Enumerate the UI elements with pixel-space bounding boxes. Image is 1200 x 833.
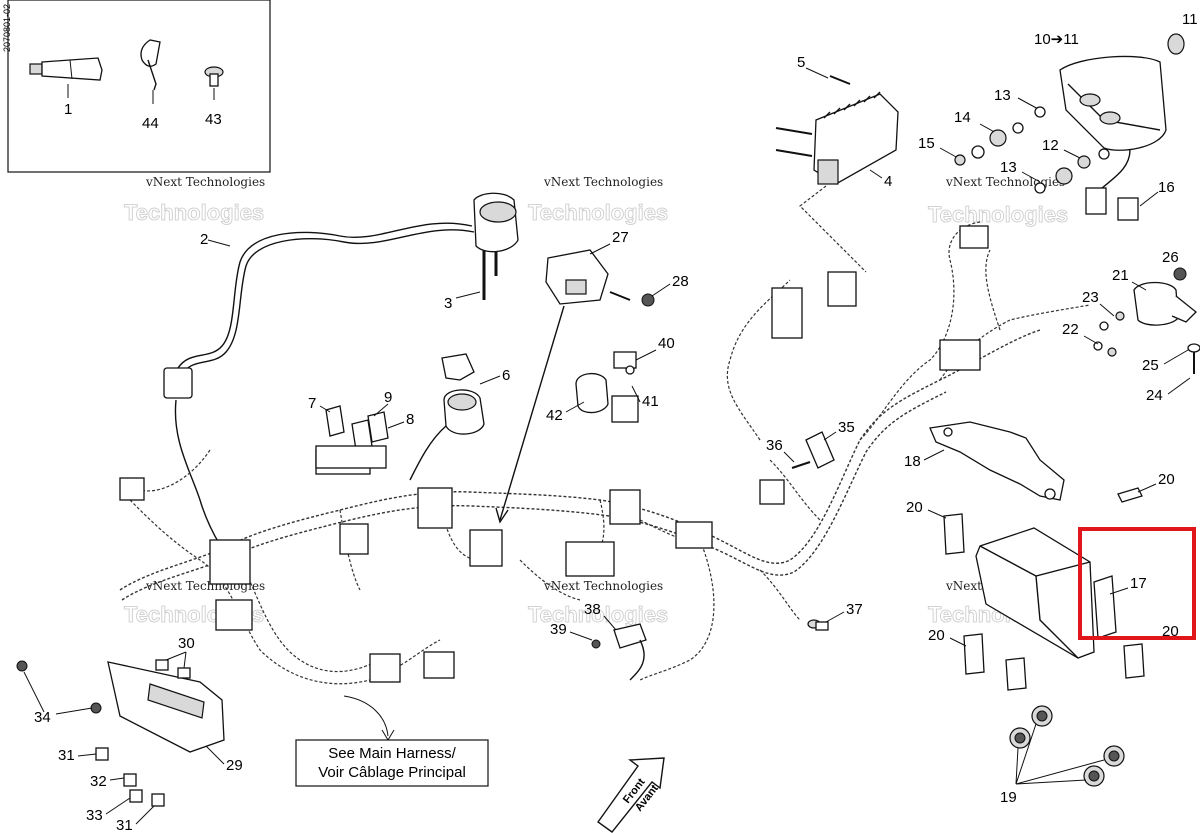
callout-5[interactable]: 5: [797, 54, 805, 71]
callout-4[interactable]: 4: [884, 173, 892, 190]
callout-14[interactable]: 14: [954, 109, 971, 126]
callout-6[interactable]: 6: [502, 367, 510, 384]
callout-20b[interactable]: 20: [1158, 471, 1175, 488]
note-line-2: Voir Câblage Principal: [318, 764, 466, 781]
callout-32[interactable]: 32: [90, 773, 107, 790]
battery: [975, 527, 1095, 659]
callout-31a[interactable]: 31: [58, 747, 75, 764]
doc-code: 2070801-02: [2, 4, 12, 52]
fuse-holders: [315, 405, 389, 469]
inset-box: 2070801-02 1 44 43: [2, 0, 271, 173]
callout-10-11[interactable]: 10➔11: [1034, 31, 1079, 48]
callout-21[interactable]: 21: [1112, 267, 1129, 284]
sealant-tube: [29, 57, 103, 81]
pads-20: [943, 487, 1145, 691]
upper-harness: [163, 222, 475, 546]
callout-25[interactable]: 25: [1142, 357, 1159, 374]
callout-34[interactable]: 34: [34, 709, 51, 726]
callout-20d[interactable]: 20: [1162, 623, 1179, 640]
callout-26[interactable]: 26: [1162, 249, 1179, 266]
callout-20c[interactable]: 20: [928, 627, 945, 644]
svg-text:Technologies: Technologies: [928, 202, 1068, 227]
callout-29[interactable]: 29: [226, 757, 243, 774]
callout-36[interactable]: 36: [766, 437, 783, 454]
screw-37: [807, 619, 829, 631]
connector-42: [575, 351, 639, 423]
callout-12[interactable]: 12: [1042, 137, 1059, 154]
svg-text:vNext Technologies: vNext Technologies: [543, 175, 663, 189]
screw-43: [204, 66, 224, 87]
main-harness: [119, 221, 1091, 685]
callout-35[interactable]: 35: [838, 419, 855, 436]
callout-28[interactable]: 28: [672, 273, 689, 290]
main-harness-note: See Main Harness/ Voir Câblage Principal: [295, 695, 489, 787]
callout-33[interactable]: 33: [86, 807, 103, 824]
callout-39[interactable]: 39: [550, 621, 567, 638]
callout-17[interactable]: 17: [1130, 575, 1147, 592]
callout-13b[interactable]: 13: [1000, 159, 1017, 176]
bracket-18: [929, 421, 1065, 501]
callout-22[interactable]: 22: [1062, 321, 1079, 338]
harness-connectors: [119, 225, 989, 683]
svg-text:Technologies: Technologies: [124, 200, 264, 225]
svg-text:Technologies: Technologies: [528, 602, 668, 627]
callout-43[interactable]: 43: [205, 111, 222, 128]
callout-23[interactable]: 23: [1082, 289, 1099, 306]
svg-text:vNext Technologies: vNext Technologies: [945, 175, 1065, 189]
callout-15[interactable]: 15: [918, 135, 935, 152]
callout-19[interactable]: 19: [1000, 789, 1017, 806]
svg-text:vNext Technologies: vNext Technologies: [543, 579, 663, 593]
callout-1[interactable]: 1: [64, 101, 72, 118]
callout-18[interactable]: 18: [904, 453, 921, 470]
watermarks: vNext Technologies Technologies vNext Te…: [124, 175, 1069, 627]
callout-38[interactable]: 38: [584, 601, 601, 618]
bracket-29: [16, 659, 225, 807]
front-arrow: Front Avant: [597, 757, 665, 833]
cable-tie: [140, 39, 161, 91]
starter-relay: [1093, 267, 1200, 374]
taillight: [1059, 33, 1185, 221]
callout-44[interactable]: 44: [142, 115, 159, 132]
ignition-switch: [409, 353, 485, 481]
clip-35: [791, 431, 835, 469]
ground-38: [591, 623, 647, 681]
switch-housing: [473, 192, 519, 300]
note-line-1: See Main Harness/: [328, 745, 456, 762]
callout-20a[interactable]: 20: [906, 499, 923, 516]
callout-42[interactable]: 42: [546, 407, 563, 424]
battery-cover-17: [1093, 575, 1117, 639]
callout-27[interactable]: 27: [612, 229, 629, 246]
callout-40[interactable]: 40: [658, 335, 675, 352]
callout-13a[interactable]: 13: [994, 87, 1011, 104]
callout-7[interactable]: 7: [308, 395, 316, 412]
washers-nuts: [954, 106, 1110, 194]
callout-16[interactable]: 16: [1158, 179, 1175, 196]
callout-31b[interactable]: 31: [116, 817, 133, 833]
callout-30[interactable]: 30: [178, 635, 195, 652]
sensor-27: [495, 249, 655, 524]
callout-3[interactable]: 3: [444, 295, 452, 312]
callout-8[interactable]: 8: [406, 411, 414, 428]
highlight-box: [1078, 527, 1196, 640]
harness-connector-2: [163, 367, 193, 399]
svg-text:vNext Technologies: vNext Technologies: [145, 175, 265, 189]
callout-2[interactable]: 2: [200, 231, 208, 248]
callout-11[interactable]: 11: [1182, 11, 1198, 28]
callout-9[interactable]: 9: [384, 389, 392, 406]
grommets-19: [1009, 705, 1125, 787]
voltage-regulator: [775, 75, 899, 273]
callout-41[interactable]: 41: [642, 393, 659, 410]
callout-37[interactable]: 37: [846, 601, 863, 618]
svg-text:Technologies: Technologies: [528, 200, 668, 225]
callout-24[interactable]: 24: [1146, 387, 1163, 404]
